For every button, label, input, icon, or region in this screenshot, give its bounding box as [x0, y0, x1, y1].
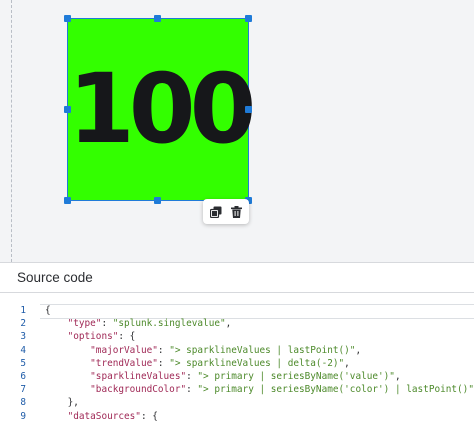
- code-line[interactable]: 9 "dataSources": {: [0, 410, 474, 423]
- code-text: "backgroundColor": "> primary | seriesBy…: [90, 384, 474, 396]
- code-text: },: [45, 397, 79, 409]
- dashboard-canvas: 100: [0, 0, 474, 262]
- canvas-guide-line: [11, 0, 12, 262]
- source-code-title: Source code: [17, 270, 93, 285]
- code-text: "majorValue": "> sparklineValues | lastP…: [90, 344, 362, 356]
- clone-icon: [210, 206, 222, 218]
- resize-handle-bottom-left[interactable]: [64, 197, 71, 204]
- code-line[interactable]: 8 },: [0, 396, 474, 409]
- clone-button[interactable]: [209, 205, 223, 219]
- code-text: "trendValue": "> sparklineValues | delta…: [90, 357, 350, 369]
- line-number: 1: [20, 305, 26, 316]
- code-line[interactable]: 2 "type": "splunk.singlevalue",: [0, 317, 474, 330]
- resize-handle-top[interactable]: [154, 15, 161, 22]
- code-text: "sparklineValues": "> primary | seriesBy…: [90, 370, 401, 382]
- resize-handle-left[interactable]: [64, 106, 71, 113]
- source-code-editor[interactable]: 1{2 "type": "splunk.singlevalue",3 "opti…: [0, 304, 474, 423]
- code-line[interactable]: 6 "sparklineValues": "> primary | series…: [0, 370, 474, 383]
- major-value: 100: [68, 53, 256, 165]
- delete-button[interactable]: [229, 205, 243, 219]
- panel-header-divider: [0, 292, 474, 293]
- line-number: 8: [20, 397, 26, 409]
- line-number: 3: [20, 331, 26, 343]
- viz-action-toolbar: [203, 199, 249, 224]
- line-number: 2: [20, 318, 26, 330]
- code-line[interactable]: 7 "backgroundColor": "> primary | series…: [0, 383, 474, 396]
- active-line-highlight: [40, 304, 474, 319]
- code-line[interactable]: 1{: [0, 304, 474, 319]
- code-text: "type": "splunk.singlevalue",: [67, 318, 232, 330]
- code-line[interactable]: 3 "options": {: [0, 330, 474, 343]
- code-text: "dataSources": {: [67, 410, 158, 422]
- line-number: 7: [20, 384, 26, 396]
- line-number: 6: [20, 370, 26, 382]
- resize-handle-right[interactable]: [245, 106, 252, 113]
- line-number: 4: [20, 344, 26, 356]
- code-text: "options": {: [67, 331, 136, 343]
- resize-handle-top-right[interactable]: [245, 15, 252, 22]
- line-number: 5: [20, 357, 26, 369]
- code-text: {: [45, 305, 51, 316]
- single-value-visualization[interactable]: 100: [67, 18, 256, 201]
- trash-icon: [230, 205, 242, 218]
- code-line[interactable]: 5 "trendValue": "> sparklineValues | del…: [0, 357, 474, 370]
- line-number: 9: [20, 410, 26, 422]
- code-line[interactable]: 4 "majorValue": "> sparklineValues | las…: [0, 344, 474, 357]
- resize-handle-top-left[interactable]: [64, 15, 71, 22]
- panel-divider: [0, 262, 474, 263]
- resize-handle-bottom[interactable]: [154, 197, 161, 204]
